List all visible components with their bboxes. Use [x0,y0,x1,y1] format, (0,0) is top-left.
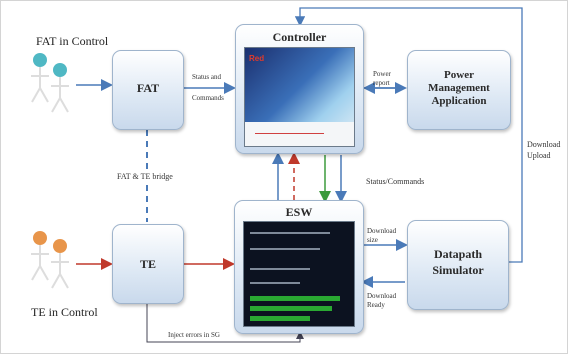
edge-label-fat-te-bridge: FAT & TE bridge [116,172,174,181]
esw-screen [243,221,355,327]
fat-box-label: FAT [136,81,160,95]
fat-box: FAT [112,50,184,130]
esw-box: ESW [234,200,364,334]
esw-screen-row [250,248,320,250]
fat-person-icon [31,53,69,113]
dps-line2: Simulator [432,263,484,277]
controller-screen-redline [255,133,324,134]
controller-screen-footer [245,122,354,146]
pma-line3: Application [431,95,487,107]
power-management-box: Power Management Application [407,50,511,130]
te-box: TE [112,224,184,304]
te-box-label: TE [139,257,156,271]
edge-label-power: Power [373,70,391,78]
esw-screen-row [250,282,300,284]
esw-screen-progress [250,316,310,321]
controller-box: Controller Red [235,24,364,154]
controller-screen-brand: Red [249,54,265,63]
edge-label-download-size-1: Download [367,227,397,235]
fat-in-control-label: FAT in Control [36,34,109,48]
edge-label-status-commands: Status/Commands [366,177,425,186]
pma-line1: Power [444,69,474,81]
edge-label-status-and: Status and [192,73,221,81]
edge-label-report: report [373,79,390,87]
edge-label-upload: Upload [527,151,551,160]
controller-screen: Red [244,47,355,147]
edge-label-commands: Commands [192,94,224,102]
esw-screen-progress [250,296,340,301]
inject-errors-line [146,302,304,343]
edge-label-download-ready-1: Download [367,292,397,300]
edge-label-download-size-2: size [367,236,378,244]
download-upload-line [294,7,523,263]
datapath-simulator-box: Datapath Simulator [407,220,509,310]
controller-box-label: Controller [272,30,327,44]
esw-screen-row [250,232,330,234]
esw-box-label: ESW [285,205,313,219]
pma-line2: Management [428,82,490,94]
te-person-icon [31,231,69,289]
esw-screen-row [250,268,310,270]
dps-line1: Datapath [433,247,482,261]
esw-screen-progress [250,306,332,311]
edge-label-download: Download [527,140,561,149]
edge-label-inject-errors: Inject errors in SG [167,331,221,339]
te-in-control-label: TE in Control [31,305,98,319]
edge-label-download-ready-2: Ready [367,301,385,309]
